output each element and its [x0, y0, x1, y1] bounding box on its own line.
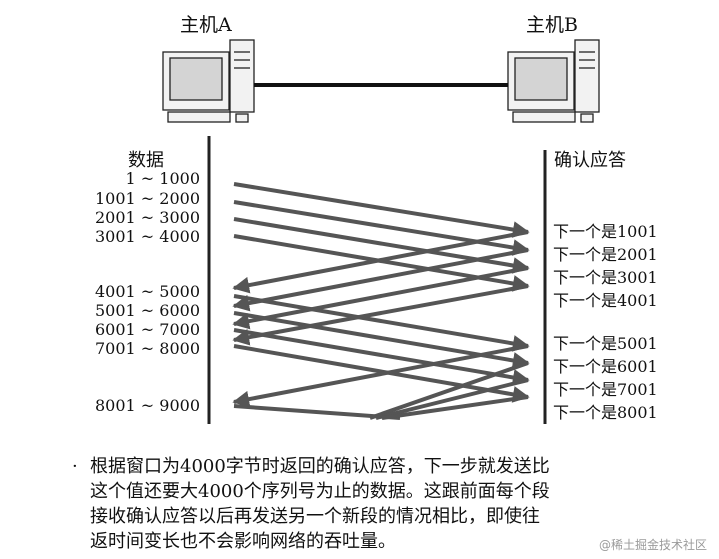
ack-label: 下一个是4001: [553, 291, 658, 310]
segment-label: 3001 ~ 4000: [94, 227, 200, 246]
segment-label: 2001 ~ 3000: [94, 208, 200, 227]
ack-label: 下一个是2001: [553, 245, 658, 264]
caption-line: 接收确认应答以后再发送另一个新段的情况相比，即使往: [90, 506, 540, 527]
ack-arrow: [232, 344, 529, 408]
ack-arrow: [381, 395, 529, 420]
data-segment-arrow: [233, 182, 530, 238]
segment-label: 6001 ~ 7000: [94, 320, 200, 339]
data-segment-arrow: [233, 328, 530, 386]
host-a-computer-icon: [162, 39, 255, 123]
caption-line: 这个值还要大4000个序列号为止的数据。这跟前面每个段: [90, 481, 550, 502]
segment-label: 1 ~ 1000: [125, 169, 200, 188]
ack-label: 下一个是3001: [553, 268, 658, 287]
ack-arrow: [232, 284, 529, 346]
ack-arrow: [232, 230, 529, 294]
segment-label: 8001 ~ 9000: [94, 396, 200, 415]
ack-label: 下一个是6001: [553, 357, 658, 376]
ack-arrow: [232, 266, 529, 330]
segment-label: 5001 ~ 6000: [94, 301, 200, 320]
watermark: @稀土掘金技术社区: [598, 538, 707, 552]
host-b-label: 主机B: [526, 14, 578, 36]
host-a-label: 主机A: [180, 14, 232, 36]
segment-label: 7001 ~ 8000: [94, 339, 200, 358]
data-segment-arrow: [233, 294, 530, 352]
ack-label: 下一个是5001: [553, 334, 658, 353]
caption-bullet: ·: [72, 456, 78, 477]
ack-label: 下一个是1001: [553, 222, 658, 241]
ack-arrow: [369, 361, 529, 420]
segment-label: 4001 ~ 5000: [94, 282, 200, 301]
ack-arrow: [232, 248, 529, 312]
ack-label: 下一个是7001: [553, 380, 658, 399]
host-b-computer-icon: [507, 39, 600, 123]
ack-arrow: [375, 378, 529, 420]
data-segment-arrow: [233, 344, 530, 403]
caption: · 根据窗口为4000字节时返回的确认应答，下一步就发送比 这个值还要大4000…: [72, 454, 672, 554]
data-column-title: 数据: [128, 150, 164, 171]
caption-line: 返时间变长也不会影响网络的吞吐量。: [90, 531, 396, 552]
segment-label: 1001 ~ 2000: [94, 189, 200, 208]
caption-line: 根据窗口为4000字节时返回的确认应答，下一步就发送比: [90, 456, 550, 477]
ack-column-title: 确认应答: [554, 150, 626, 171]
ack-label: 下一个是8001: [553, 403, 658, 422]
